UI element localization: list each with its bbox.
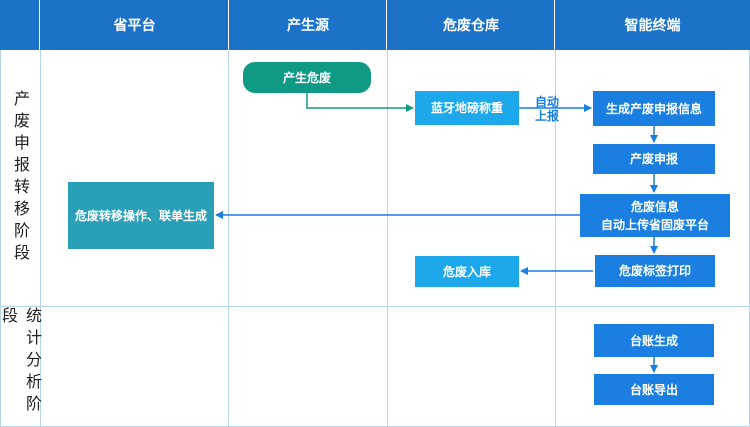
node-auto-upload: 危废信息 自动上传省固废平台: [580, 194, 730, 237]
node-auto-upload-line2: 自动上传省固废平台: [600, 217, 709, 232]
phase-label-analysis: 统计分析阶段: [0, 307, 42, 427]
header-divider: [554, 0, 555, 50]
header-corner: [0, 0, 40, 50]
node-generate-waste: 产生危废: [243, 62, 371, 93]
grid-line: [40, 50, 41, 427]
header-divider: [39, 0, 40, 50]
grid-line: [0, 50, 1, 427]
edge-label-auto-line1: 自动: [534, 95, 559, 109]
node-bluetooth-weigh: 蓝牙地磅称重: [415, 91, 519, 125]
phase-label-transfer: 产废申报转移阶段: [0, 50, 40, 306]
phase-divider: [0, 306, 750, 307]
phase-label-analysis-text: 统计分析阶段: [0, 307, 42, 417]
node-declare: 产废申报: [593, 144, 715, 174]
grid-line: [228, 50, 229, 427]
edge-label-auto-line2: 上报: [534, 109, 559, 123]
node-ledger-generate: 台账生成: [594, 324, 714, 357]
edge-generate-to-weigh: [306, 93, 414, 112]
node-print-label: 危废标签打印: [595, 255, 715, 287]
header-divider: [386, 0, 387, 50]
node-transfer-operation: 危废转移操作、联单生成: [68, 182, 214, 249]
node-auto-upload-line1: 危废信息: [630, 199, 679, 214]
node-warehouse-storage: 危废入库: [415, 256, 519, 287]
node-ledger-export: 台账导出: [594, 374, 714, 405]
lane-header-warehouse: 危废仓库: [387, 0, 555, 50]
grid-line: [555, 50, 556, 427]
lane-header-producer: 产生源: [229, 0, 387, 50]
header-divider: [228, 0, 229, 50]
lane-header-platform: 省平台: [40, 0, 229, 50]
lane-header-terminal: 智能终端: [555, 0, 750, 50]
phase-label-transfer-text: 产废申报转移阶段: [11, 90, 30, 266]
node-generate-declaration: 生成产废申报信息: [593, 91, 715, 126]
grid-line: [387, 50, 388, 427]
edge-label-auto-report: 自动 上报: [532, 95, 562, 123]
